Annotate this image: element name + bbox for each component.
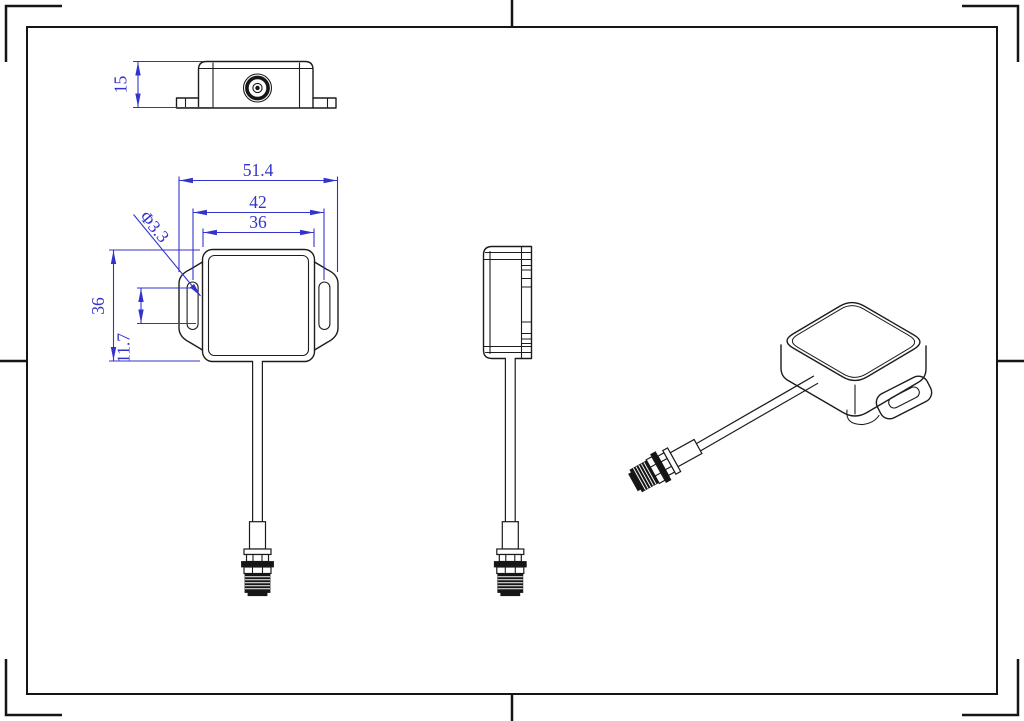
right-ear	[313, 261, 339, 351]
dimension-overall-width: 51.4	[178, 160, 339, 272]
side-profile-view	[482, 245, 533, 597]
dimension-slot-length: 11.7	[114, 287, 196, 363]
sma-connector-profile	[493, 521, 527, 597]
left-ear-slot	[186, 281, 199, 331]
antenna-body	[201, 248, 316, 363]
iso-right-ear	[875, 375, 933, 420]
corner-mark-top-left	[4, 4, 62, 62]
dimension-slot-spacing: 42	[192, 192, 325, 280]
right-ear-slot	[318, 281, 331, 331]
dim-height-label: 15	[111, 76, 131, 94]
dim-overall-width-label: 51.4	[243, 160, 274, 180]
dimension-height-15: 15	[111, 60, 213, 109]
left-ear	[178, 261, 204, 351]
dim-slot-length-label: 11.7	[114, 333, 134, 363]
front-view: 51.4 42 36 36 11.7 Φ3.3	[88, 160, 339, 597]
corner-mark-top-right	[962, 4, 1020, 62]
sma-connector-iso	[624, 431, 707, 497]
iso-box-top	[786, 301, 921, 382]
corner-mark-bottom-right	[962, 659, 1020, 717]
iso-box-sides	[780, 344, 927, 417]
iso-left-ear-tip	[846, 409, 880, 426]
dimension-body-width: 36	[202, 212, 315, 247]
dim-slot-diameter-label: Φ3.3	[136, 207, 174, 247]
side-elevation-view: 15	[111, 60, 337, 109]
dimension-body-height: 36	[88, 249, 200, 362]
dim-slot-spacing-label: 42	[249, 192, 267, 212]
sma-connector-face	[242, 73, 273, 103]
dim-body-width-label: 36	[249, 212, 267, 232]
isometric-view	[624, 301, 933, 497]
corner-mark-bottom-left	[4, 659, 62, 717]
dim-body-height-label: 36	[88, 297, 108, 315]
cable-iso	[695, 375, 819, 452]
sma-connector-front	[240, 521, 275, 597]
